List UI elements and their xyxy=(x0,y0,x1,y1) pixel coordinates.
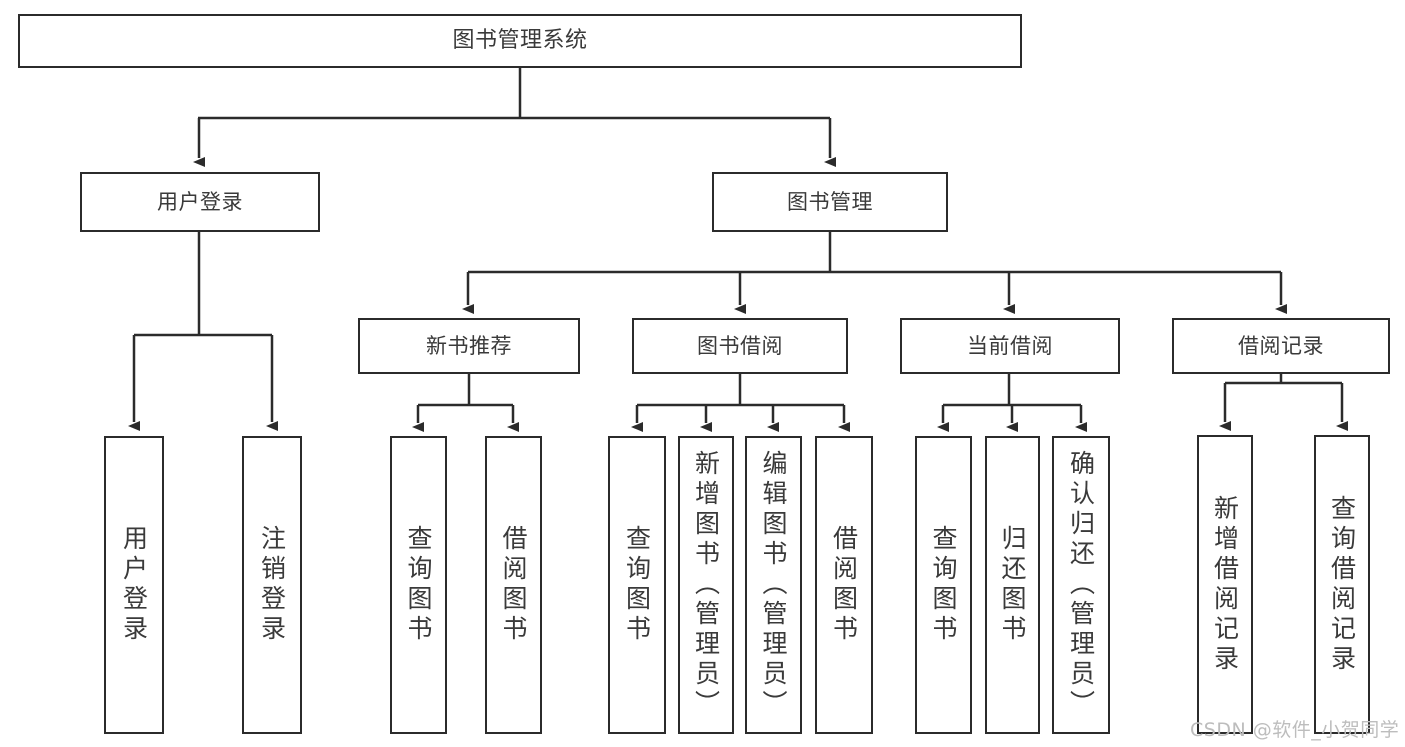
node-root-label: 图书管理系统 xyxy=(452,28,588,54)
leaf-confirm-return-admin[interactable]: 确认归还（管理员） xyxy=(1052,436,1110,734)
leaf-query-book-recommend[interactable]: 查询图书 xyxy=(390,436,447,734)
leaf-user-login[interactable]: 用户登录 xyxy=(104,436,164,734)
node-borrow-record-label: 借阅记录 xyxy=(1238,333,1324,358)
leaf-confirm-return-admin-label: 确认归还（管理员） xyxy=(1066,450,1096,720)
leaf-query-book-recommend-label: 查询图书 xyxy=(404,525,433,645)
leaf-add-borrow-record-label: 新增借阅记录 xyxy=(1210,494,1240,675)
leaf-query-book-current-label: 查询图书 xyxy=(929,525,958,645)
node-book-borrow[interactable]: 图书借阅 xyxy=(632,318,848,374)
node-root[interactable]: 图书管理系统 xyxy=(18,14,1022,68)
node-book-borrow-label: 图书借阅 xyxy=(697,333,783,358)
watermark: CSDN @软件_小贺同学 xyxy=(1190,719,1400,741)
node-user-login-label: 用户登录 xyxy=(157,189,243,214)
leaf-add-book-admin-label: 新增图书（管理员） xyxy=(691,450,721,720)
node-borrow-record[interactable]: 借阅记录 xyxy=(1172,318,1390,374)
leaf-user-login-label: 用户登录 xyxy=(119,525,149,645)
node-book-management[interactable]: 图书管理 xyxy=(712,172,948,232)
leaf-logout[interactable]: 注销登录 xyxy=(242,436,302,734)
node-new-book-recommend-label: 新书推荐 xyxy=(426,333,512,358)
leaf-edit-book-admin[interactable]: 编辑图书（管理员） xyxy=(745,436,802,734)
leaf-borrow-book[interactable]: 借阅图书 xyxy=(815,436,873,734)
leaf-borrow-book-label: 借阅图书 xyxy=(829,525,859,645)
leaf-return-book[interactable]: 归还图书 xyxy=(985,436,1040,734)
node-user-login[interactable]: 用户登录 xyxy=(80,172,320,232)
leaf-borrow-book-recommend[interactable]: 借阅图书 xyxy=(485,436,542,734)
leaf-borrow-book-recommend-label: 借阅图书 xyxy=(499,525,528,645)
node-new-book-recommend[interactable]: 新书推荐 xyxy=(358,318,580,374)
leaf-query-borrow-record-label: 查询借阅记录 xyxy=(1327,494,1357,675)
node-current-borrow-label: 当前借阅 xyxy=(967,333,1053,358)
leaf-query-book-borrow[interactable]: 查询图书 xyxy=(608,436,666,734)
leaf-query-book-borrow-label: 查询图书 xyxy=(622,525,652,645)
leaf-return-book-label: 归还图书 xyxy=(998,525,1027,645)
leaf-add-borrow-record[interactable]: 新增借阅记录 xyxy=(1197,435,1253,734)
leaf-query-borrow-record[interactable]: 查询借阅记录 xyxy=(1314,435,1370,734)
leaf-logout-label: 注销登录 xyxy=(257,525,287,645)
node-current-borrow[interactable]: 当前借阅 xyxy=(900,318,1120,374)
leaf-add-book-admin[interactable]: 新增图书（管理员） xyxy=(678,436,734,734)
leaf-edit-book-admin-label: 编辑图书（管理员） xyxy=(759,450,788,720)
node-book-management-label: 图书管理 xyxy=(787,189,873,214)
leaf-query-book-current[interactable]: 查询图书 xyxy=(915,436,972,734)
